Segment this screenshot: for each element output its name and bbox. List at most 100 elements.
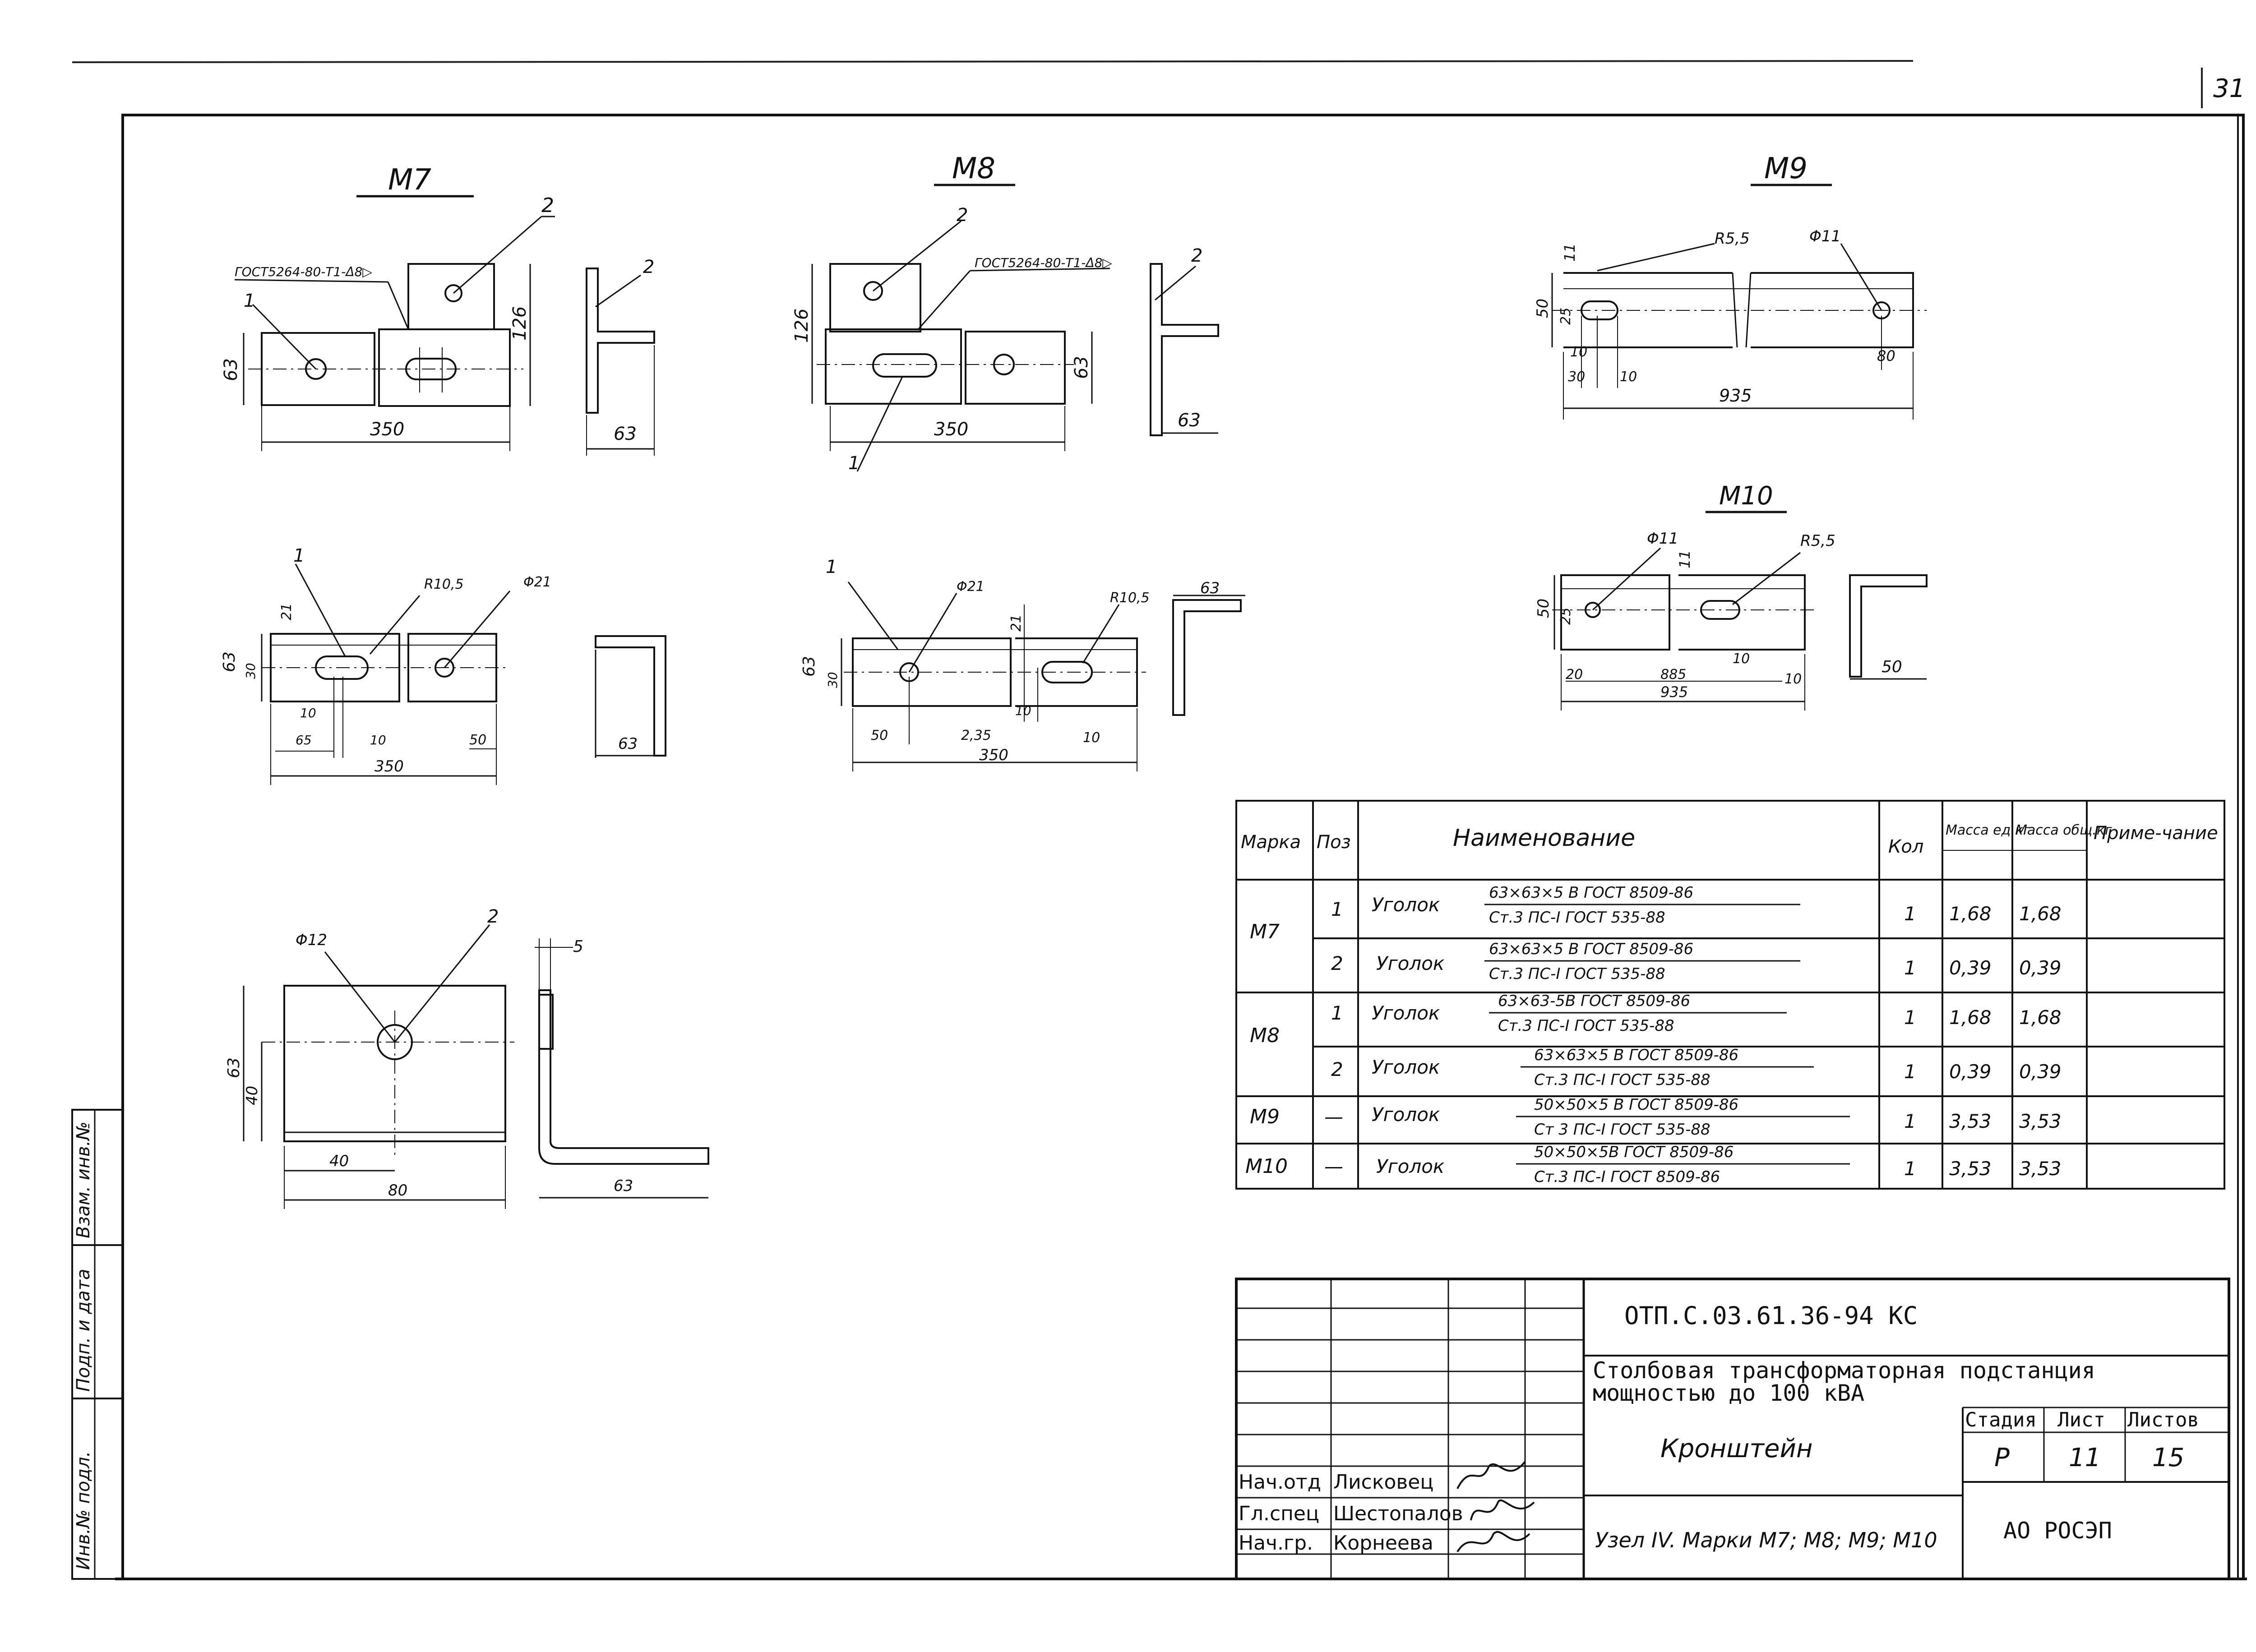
spec-rows: 1 Уголок 63×63×5 В ГОСТ 8509-86 Ст.3 ПС-… bbox=[1324, 884, 2062, 1186]
spec-row5-poz: — bbox=[1324, 1155, 1343, 1177]
spec-row4-frac-bot: Ст 3 ПС-I ГОСТ 535-88 bbox=[1534, 1121, 1710, 1139]
spec-row1-frac-top: 63×63×5 В ГОСТ 8509-86 bbox=[1489, 940, 1693, 958]
m7-w63-label: 63 bbox=[614, 424, 637, 444]
page-number: 31 bbox=[2213, 74, 2245, 103]
spec-header-mass-ob: Масса общ.кг bbox=[2016, 822, 2112, 838]
spec-row0-mass-ob: 1,68 bbox=[2019, 903, 2062, 925]
m8-pos2-label: 2 bbox=[957, 205, 968, 226]
spec-row1-mass-ob: 0,39 bbox=[2019, 957, 2062, 979]
title-sheets: 15 bbox=[2152, 1443, 2184, 1472]
spec-row4-poz: — bbox=[1324, 1106, 1343, 1128]
part2-drawing bbox=[243, 924, 709, 1209]
spec-row3-frac-top: 63×63×5 В ГОСТ 8509-86 bbox=[1534, 1046, 1738, 1064]
p2-10b-label: 10 bbox=[1083, 730, 1100, 746]
m10-w50-label: 50 bbox=[1882, 658, 1902, 676]
p2-350-label: 350 bbox=[979, 746, 1008, 764]
spec-row4-mass-ob: 3,53 bbox=[2019, 1110, 2062, 1132]
m8-title: М8 bbox=[952, 152, 995, 185]
signer-2-name: Корнеева bbox=[1333, 1532, 1433, 1555]
m7-title: М7 bbox=[388, 163, 431, 197]
title-block: ОТП.С.03.61.36-94 КС Столбовая трансформ… bbox=[1235, 1278, 2230, 1580]
p2-30-label: 30 bbox=[825, 672, 840, 688]
m8-labels: 2 ГОСТ5264-80-Т1-Δ8▷ 126 63 350 1 2 63 bbox=[791, 205, 1202, 474]
m9-11-label: 11 bbox=[1561, 243, 1578, 262]
side-stamp-inv: Инв.№ подл. bbox=[73, 1451, 94, 1570]
spec-row1-poz: 2 bbox=[1331, 952, 1343, 974]
side-stamp-vzam: Взам. инв.№ bbox=[73, 1121, 94, 1238]
title-sheets-label: Листов bbox=[2127, 1408, 2199, 1431]
spec-row1-frac-bot: Ст.3 ПС-I ГОСТ 535-88 bbox=[1489, 965, 1665, 983]
p3-d12-label: Φ12 bbox=[296, 931, 327, 949]
m10-885-label: 885 bbox=[1660, 667, 1686, 683]
part1-m7-drawing bbox=[261, 563, 666, 785]
m9-title: М9 bbox=[1764, 152, 1808, 185]
p2-d21-label: Φ21 bbox=[957, 579, 985, 595]
spec-row0-name: Уголок bbox=[1372, 894, 1440, 916]
title-org: АО РОСЭП bbox=[2003, 1518, 2112, 1544]
p1-10-label: 10 bbox=[300, 706, 316, 720]
mark-m9-drawing: М9 bbox=[1551, 152, 1927, 420]
m8-h63-label: 63 bbox=[1071, 356, 1092, 379]
m8-pos2b-label: 2 bbox=[1191, 245, 1202, 266]
spec-row3-frac-bot: Ст.3 ПС-I ГОСТ 535-88 bbox=[1534, 1071, 1710, 1089]
p3-w63-label: 63 bbox=[614, 1177, 633, 1195]
p3-40b-label: 40 bbox=[329, 1152, 349, 1170]
title-project-2: мощностью до 100 кВА bbox=[1593, 1380, 1864, 1406]
p3-63-label: 63 bbox=[225, 1057, 243, 1078]
spec-row0-frac-top: 63×63×5 В ГОСТ 8509-86 bbox=[1489, 884, 1693, 902]
m10-labels: Φ11 R5,5 11 50 25 10 20 885 10 935 50 bbox=[1535, 530, 1902, 701]
spec-row1-kol: 1 bbox=[1904, 957, 1916, 979]
m8-gost-label: ГОСТ5264-80-Т1-Δ8▷ bbox=[975, 255, 1112, 270]
p1-63-label: 63 bbox=[220, 651, 239, 672]
m7-pos2-label: 2 bbox=[541, 194, 554, 217]
m9-10-label: 10 bbox=[1570, 344, 1587, 360]
signer-0-name: Лисковец bbox=[1333, 1471, 1433, 1494]
p1-r105-label: R10,5 bbox=[424, 577, 464, 592]
m9-labels: R5,5 Φ11 11 50 25 10 30 10 80 935 bbox=[1534, 227, 1895, 406]
p3-5-label: 5 bbox=[573, 937, 583, 956]
title-code: ОТП.С.03.61.36-94 КС bbox=[1624, 1301, 1918, 1330]
spec-row2-mass-ed: 1,68 bbox=[1949, 1006, 1992, 1029]
mark-m10-drawing: М10 bbox=[1552, 481, 1928, 711]
p1-65-label: 65 bbox=[296, 733, 312, 748]
p2-63-label: 63 bbox=[800, 656, 818, 677]
m7-labels: 2 ГОСТ5264-80-Т1-Δ8▷ 1 126 63 350 63 2 bbox=[221, 194, 654, 444]
spec-row2-name: Уголок bbox=[1372, 1002, 1440, 1024]
spec-row2-frac-bot: Ст.3 ПС-I ГОСТ 535-88 bbox=[1498, 1017, 1674, 1035]
spec-marka-m10: М10 bbox=[1245, 1155, 1288, 1178]
p1-pos1-label: 1 bbox=[293, 545, 305, 566]
side-stamp: Взам. инв.№ Подп. и дата Инв.№ подл. bbox=[71, 1109, 124, 1580]
title-stage-label: Стадия bbox=[1965, 1408, 2037, 1431]
spec-row1-mass-ed: 0,39 bbox=[1949, 957, 1992, 979]
p1-30-label: 30 bbox=[243, 663, 258, 679]
spec-row5-mass-ed: 3,53 bbox=[1949, 1158, 1992, 1180]
m8-w350-label: 350 bbox=[934, 419, 968, 440]
m10-20-label: 20 bbox=[1566, 667, 1583, 683]
spec-row5-mass-ob: 3,53 bbox=[2019, 1158, 2062, 1180]
spec-header-note: Приме-чание bbox=[2094, 823, 2218, 844]
spec-header-kol: Кол bbox=[1888, 836, 1923, 857]
spec-marka-m8: М8 bbox=[1250, 1024, 1280, 1047]
spec-row0-kol: 1 bbox=[1904, 903, 1916, 925]
p1-w63-label: 63 bbox=[618, 735, 638, 753]
part1-m7-labels: 1 R10,5 Φ21 21 63 30 10 65 10 50 350 63 bbox=[220, 545, 638, 775]
m7-pos2b-label: 2 bbox=[643, 257, 654, 277]
spec-row0-frac-bot: Ст.3 ПС-I ГОСТ 535-88 bbox=[1489, 909, 1665, 927]
p2-50-label: 50 bbox=[871, 728, 888, 743]
signer-0-role: Нач.отд bbox=[1239, 1471, 1321, 1494]
spec-row0-poz: 1 bbox=[1331, 898, 1343, 920]
p3-40-label: 40 bbox=[243, 1086, 261, 1105]
m9-50-label: 50 bbox=[1534, 299, 1552, 318]
spec-row3-mass-ob: 0,39 bbox=[2019, 1061, 2062, 1083]
m9-25-label: 25 bbox=[1558, 308, 1574, 325]
spec-row5-kol: 1 bbox=[1904, 1158, 1916, 1180]
spec-row4-name: Уголок bbox=[1372, 1103, 1440, 1126]
spec-row3-poz: 2 bbox=[1331, 1058, 1343, 1080]
spec-row3-name: Уголок bbox=[1372, 1056, 1440, 1078]
mark-m8-drawing: М8 bbox=[811, 152, 1219, 472]
spec-row2-mass-ob: 1,68 bbox=[2019, 1006, 2062, 1029]
p2-235-label: 2,35 bbox=[961, 728, 991, 743]
title-sheet: 11 bbox=[2069, 1443, 2101, 1472]
p1-21-label: 21 bbox=[279, 603, 295, 620]
m8-h126-label: 126 bbox=[791, 309, 812, 343]
